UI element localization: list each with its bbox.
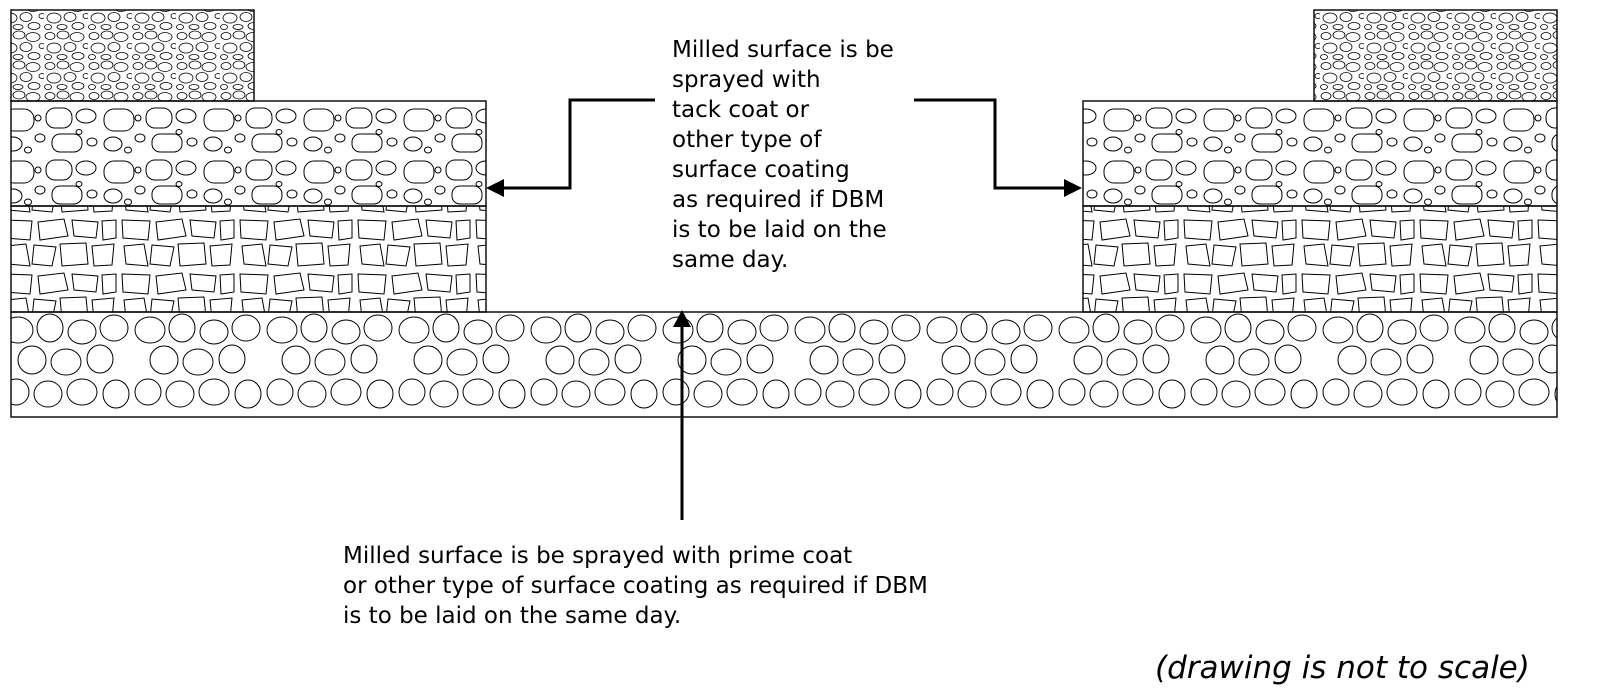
scale-note: (drawing is not to scale)	[1155, 650, 1530, 686]
arrowhead-right-icon	[1064, 179, 1082, 197]
right-binder-course	[1082, 100, 1558, 207]
right-base-course	[1082, 205, 1558, 313]
prime-coat-annotation: Milled surface is be sprayed with prime …	[343, 543, 928, 629]
arrowhead-up-icon	[673, 310, 691, 327]
tack-coat-annotation: Milled surface is be sprayed with tack c…	[672, 37, 894, 273]
tack-coat-leader-right	[914, 98, 1065, 190]
arrowhead-left-icon	[486, 179, 504, 197]
right-wearing-course	[1313, 9, 1558, 102]
left-base-course	[10, 205, 487, 313]
left-wearing-course	[10, 9, 255, 102]
sub-base-layer	[10, 311, 1558, 418]
left-binder-course	[10, 100, 487, 207]
tack-coat-leader-left	[502, 98, 655, 190]
